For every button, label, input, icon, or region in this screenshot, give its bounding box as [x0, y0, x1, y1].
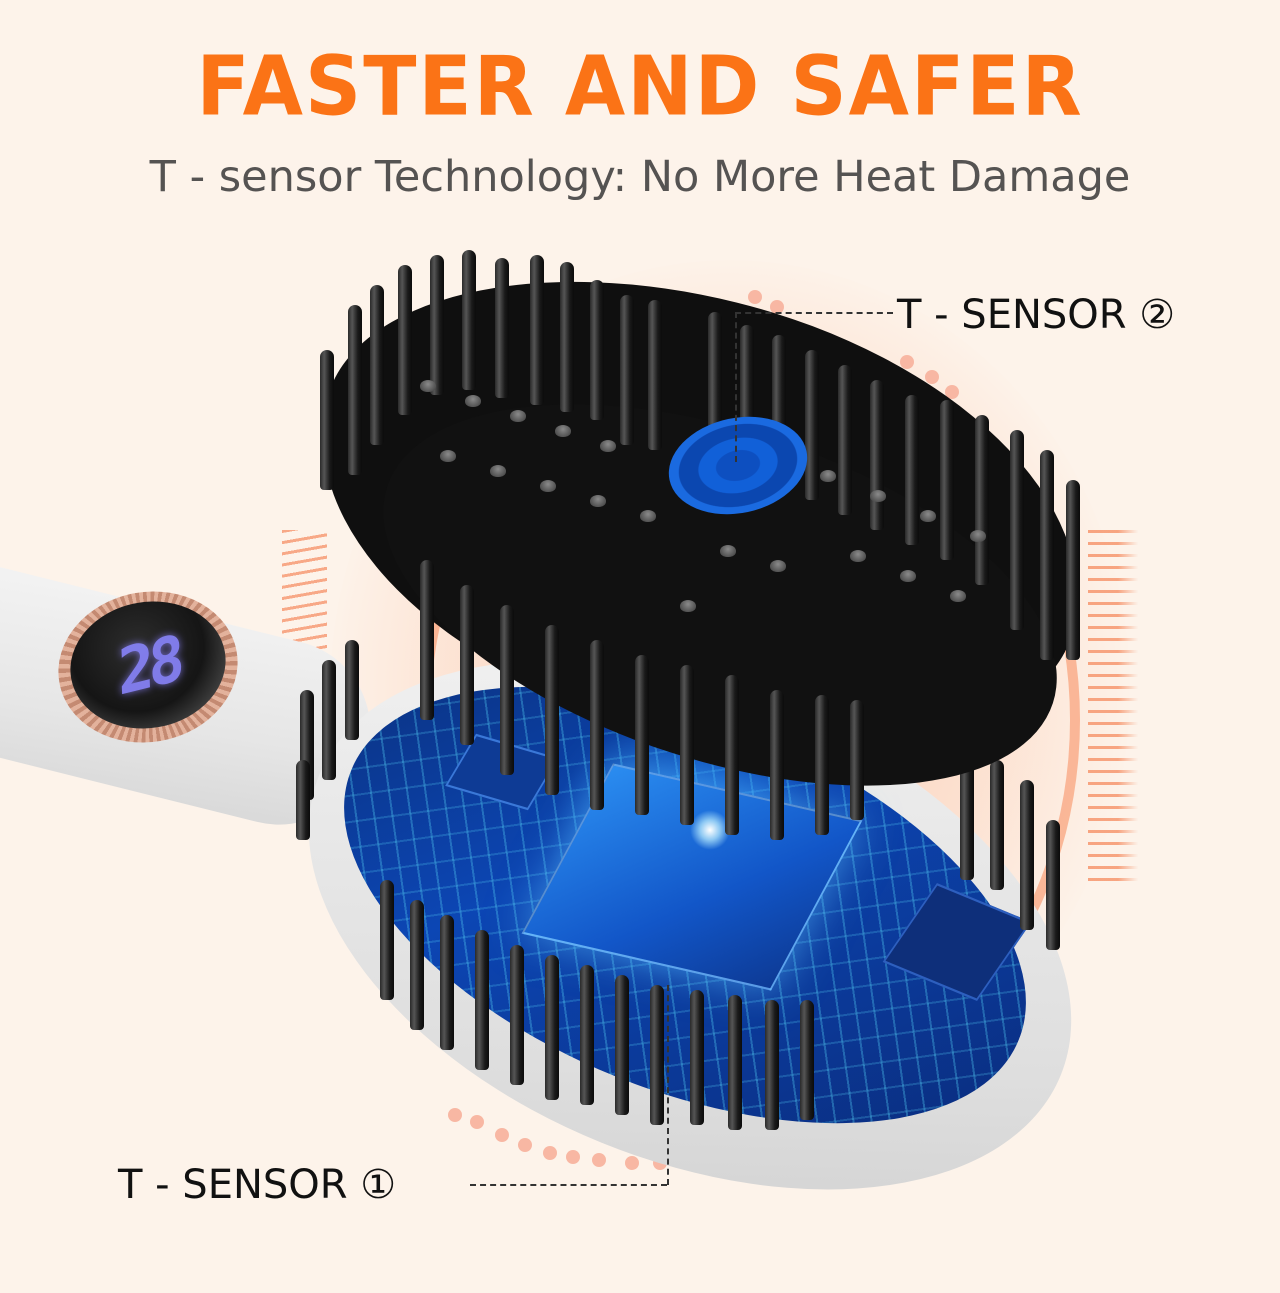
chip-glow-icon [690, 810, 730, 850]
sensor-1-leader-vertical [667, 985, 669, 1185]
temperature-readout: 28 [116, 620, 180, 710]
sensor-2-leader-vertical [735, 312, 737, 462]
subheadline: T - sensor Technology: No More Heat Dama… [149, 152, 1131, 202]
sensor-2-leader-horizontal [735, 312, 893, 314]
sensor-1-label: T - SENSOR ① [118, 1162, 397, 1208]
sensor-2-label: T - SENSOR ② [897, 292, 1176, 338]
headline: FASTER AND SAFER [196, 39, 1084, 135]
sensor-1-leader-horizontal [470, 1184, 667, 1186]
heat-ticks-decoration [1088, 530, 1138, 890]
